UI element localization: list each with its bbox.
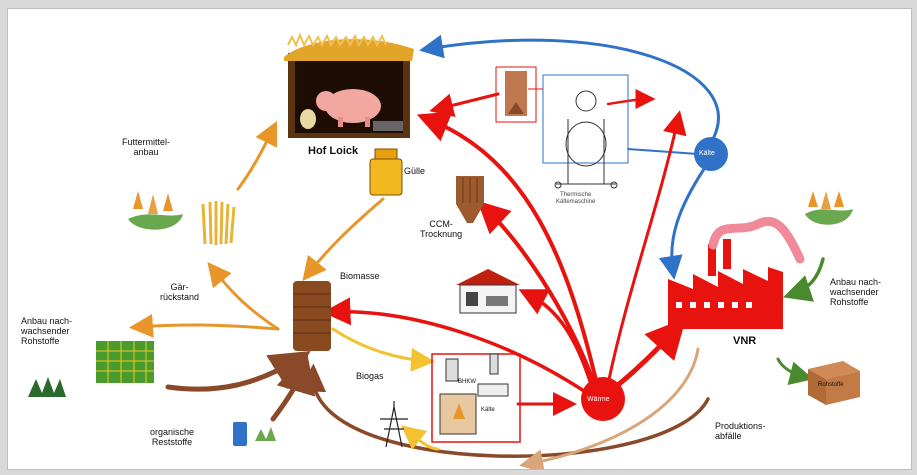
corn-icon-right [805, 191, 853, 225]
house-icon [456, 269, 520, 314]
anbau-left-label: Anbau nach- wachsender Rohstoffe [21, 316, 73, 346]
flow-orange-biomass-to-left [129, 313, 280, 338]
organische-label: organische Reststoffe [150, 427, 195, 447]
waerme-node-label: Wärme [587, 396, 610, 403]
flow-green-vnr-to-crate [776, 357, 814, 386]
biomasse-label: Biomasse [340, 271, 380, 281]
energy-flow-diagram [28, 32, 860, 469]
flow-red-to-hof-top [416, 111, 600, 391]
crate-label: Rohstoffe [818, 382, 844, 388]
chiller-icon [495, 66, 629, 189]
hedge-icon [96, 341, 154, 383]
grain-silo-icon [456, 176, 484, 223]
flow-red-to-house [518, 289, 596, 396]
thermische-label: Thermische Kältemaschine [556, 192, 596, 205]
flow-red-to-vnr [610, 317, 687, 392]
kaelte-node [694, 137, 728, 171]
flow-green-to-vnr [783, 257, 825, 302]
flow-red-chiller-to-hof [429, 92, 500, 118]
futtermittel-label: Futtermittel- anbau [122, 137, 171, 157]
flow-yellow-biogas [331, 327, 435, 372]
biomass-pile-icon [293, 281, 331, 351]
ccm-label: CCM- Trocknung [420, 219, 463, 239]
kaelte-node-label: Kälte [699, 150, 715, 157]
flow-blue-to-hof [419, 34, 720, 141]
pig-barn-icon [284, 32, 414, 138]
biogas-label: Biogas [356, 371, 384, 381]
crate-icon [808, 361, 860, 405]
container-icon [233, 422, 276, 446]
flow-red-to-chiller [606, 110, 687, 386]
flow-tan-vnr-down [519, 347, 700, 469]
produktion-label: Produktions- abfälle [715, 421, 766, 441]
flow-red-to-biomass [322, 297, 595, 399]
flow-red-chiller-top [606, 89, 656, 110]
flow-blue-from-chiller [627, 148, 699, 155]
grain-icon [201, 201, 236, 245]
flow-brown-organic-to-biomass [270, 352, 316, 422]
guelle-label: Gülle [404, 166, 426, 176]
flow-orange-biomass-to-feed [207, 261, 280, 331]
factory-icon [668, 217, 805, 329]
waerme-node [581, 377, 625, 421]
flow-brown-crops-to-biomass [165, 351, 311, 392]
anbau-right-label: Anbau nach- wachsender Rohstoffe [830, 277, 882, 307]
flow-blue-to-vnr [658, 167, 706, 280]
corn-icon [128, 191, 183, 230]
grass-icon [28, 377, 66, 397]
flow-brown-loop [298, 363, 710, 458]
vnr-label: VNR [733, 335, 757, 347]
biogas-plant-icon [431, 353, 521, 443]
kaelte-box-label: Kälte [481, 407, 495, 413]
hof-loick-label: Hof Loick [308, 145, 359, 157]
power-pylon-icon [380, 401, 408, 448]
bhkw-label: BHKW [458, 379, 476, 385]
diagram-canvas: Hof Loick Gülle Futtermittel- anbau CCM-… [7, 8, 912, 470]
flow-orange-feed-to-hof [236, 120, 278, 191]
flow-red-to-ccm [477, 200, 598, 391]
flow-orange-guelle-to-biomass [302, 197, 385, 282]
slurry-tank-icon [369, 148, 403, 196]
gaerrueckstand-label: Gär- rückstand [160, 282, 200, 302]
flow-yellow-pylon [400, 425, 440, 451]
